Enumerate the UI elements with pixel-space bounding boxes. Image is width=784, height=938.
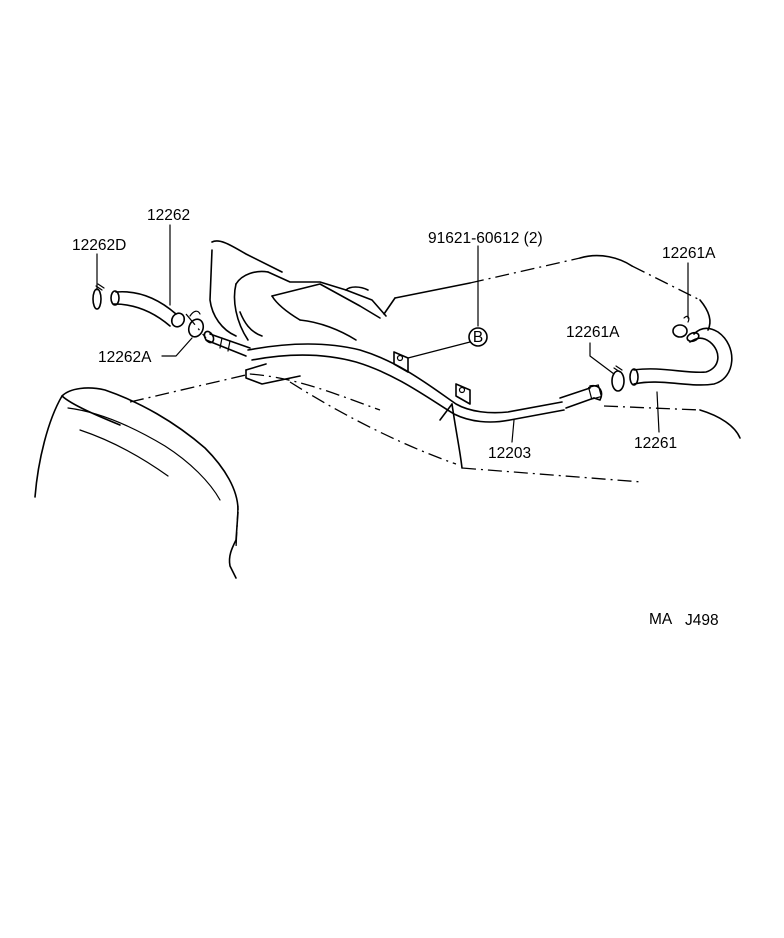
clamp-12261A-top [672,315,690,338]
mounting-brackets [393,351,471,405]
clamp-12261A-mid [611,365,625,392]
clamp-12262A [187,310,205,338]
callout-12262A: 12262A [98,349,152,366]
callout-12261: 12261 [634,435,677,452]
callout-12262: 12262 [147,207,190,224]
marker-b-text: B [473,329,483,346]
hose-12261 [629,327,733,386]
clamp-12262D [92,283,105,310]
callout-12203: 12203 [488,445,531,462]
fuel-pipe [203,330,603,469]
callout-12261A-top: 12261A [662,245,716,262]
reference-code-right: J498 [685,612,719,629]
reference-code-left: MA [649,611,673,628]
callout-12262D: 12262D [72,237,126,254]
muffler-body [209,249,387,341]
callout-91621-60612: 91621-60612 (2) [428,230,543,247]
leader-lines [96,224,689,443]
transmission-housing [34,387,239,579]
reference-marker-b: B [468,327,488,347]
callout-12261A-mid: 12261A [566,324,620,341]
hose-12262 [110,290,207,339]
floor-tunnel-outline [129,240,741,483]
